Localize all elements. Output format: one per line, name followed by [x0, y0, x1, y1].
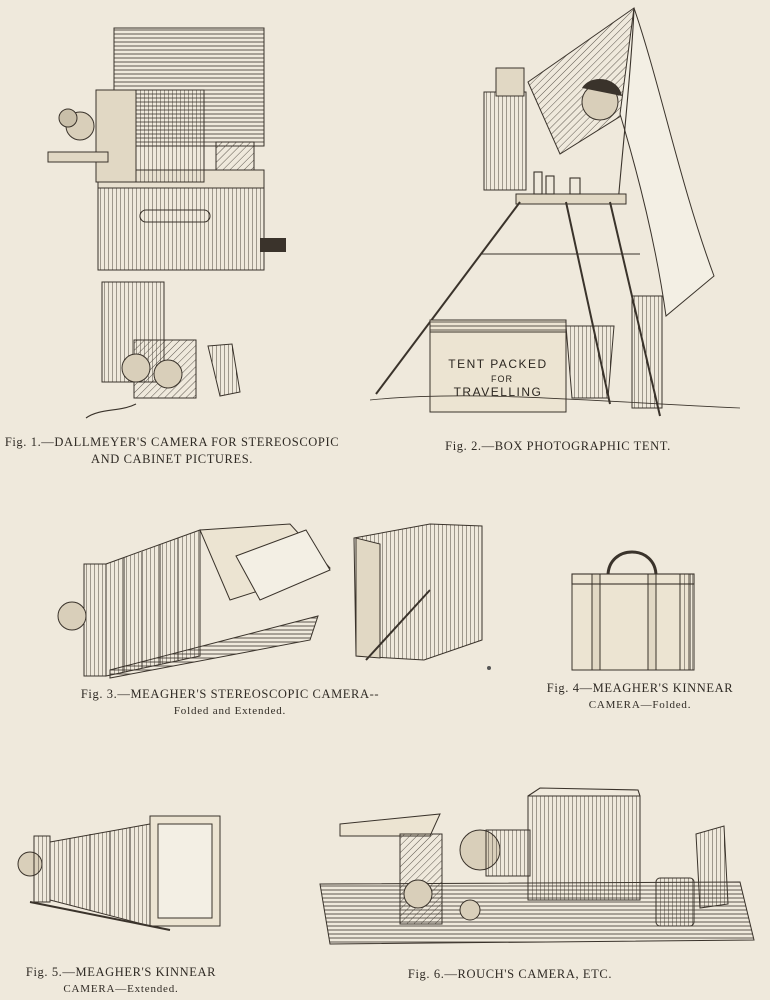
fig3-illustration: Fig. 3.—MEAGHER'S STEREOSCOPIC CAMERA-- … [50, 520, 490, 720]
fig5-caption-line1: Fig. 5.—MEAGHER'S KINNEAR [25, 965, 217, 979]
fig1-caption-line2: AND CABINET PICTURES. [90, 452, 254, 466]
fig3-caption-line2: Folded and Extended. [173, 705, 287, 717]
fig2-caption-line1: Fig. 2.—BOX PHOTOGRAPHIC TENT. [445, 439, 671, 453]
fig3-caption-line1: Fig. 3.—MEAGHER'S STEREOSCOPIC CAMERA-- [80, 687, 380, 701]
fig2-caption: Fig. 2.—BOX PHOTOGRAPHIC TENT. [418, 438, 698, 455]
fig5-caption: Fig. 5.—MEAGHER'S KINNEAR CAMERA—Extende… [6, 964, 236, 998]
fig6-caption: Fig. 6.—ROUCH'S CAMERA, ETC. [380, 966, 640, 983]
fig4-illustration: Fig. 4—MEAGHER'S KINNEAR CAMERA—Folded. [520, 548, 760, 718]
fig2-box-label-line1: TENT PACKED [448, 357, 547, 371]
ink-spot [487, 666, 491, 670]
fig2-box-label-line3: TRAVELLING [454, 385, 543, 399]
fig6-caption-line1: Fig. 6.—ROUCH'S CAMERA, ETC. [407, 967, 613, 981]
fig5-illustration: Fig. 5.—MEAGHER'S KINNEAR CAMERA—Extende… [10, 806, 240, 996]
fig2-illustration: TENT PACKED FOR TRAVELLING Fig. 2.—BOX P… [369, 4, 750, 453]
fig2-box-label-line2: FOR [491, 374, 513, 384]
fig4-caption-line2: CAMERA—Folded. [588, 699, 692, 711]
fig6-illustration: Fig. 6.—ROUCH'S CAMERA, ETC. [319, 784, 760, 984]
fig4-caption-line1: Fig. 4—MEAGHER'S KINNEAR [546, 681, 734, 695]
fig1-illustration: Fig. 1.—DALLMEYER'S CAMERA FOR STEREOSCO… [5, 20, 339, 466]
fig3-caption: Fig. 3.—MEAGHER'S STEREOSCOPIC CAMERA-- … [80, 686, 380, 720]
fig1-caption-line1: Fig. 1.—DALLMEYER'S CAMERA FOR STEREOSCO… [4, 435, 340, 449]
fig4-caption: Fig. 4—MEAGHER'S KINNEAR CAMERA—Folded. [520, 680, 760, 714]
fig1-caption: Fig. 1.—DALLMEYER'S CAMERA FOR STEREOSCO… [2, 434, 342, 468]
fig5-caption-line2: CAMERA—Extended. [63, 983, 179, 995]
